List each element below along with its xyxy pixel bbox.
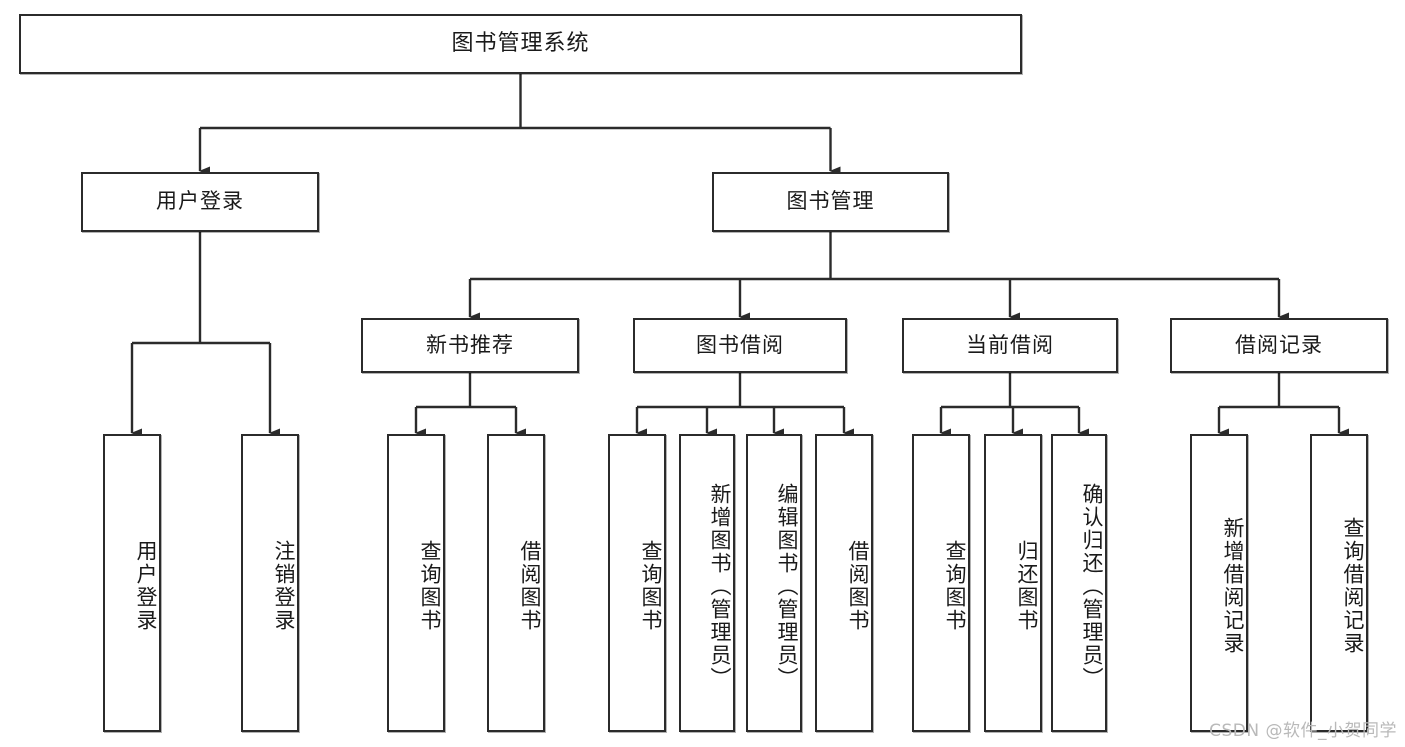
node-label: 用户登录 bbox=[156, 189, 244, 214]
node-label: 查询图书 bbox=[943, 540, 967, 632]
node-label: 新增图书（管理员） bbox=[708, 482, 732, 690]
node-label: 注销登录 bbox=[272, 540, 296, 632]
node-n-record[interactable]: 借阅记录 bbox=[1170, 318, 1388, 373]
node-label: 借阅记录 bbox=[1235, 332, 1323, 357]
node-n-newrec[interactable]: 新书推荐 bbox=[361, 318, 579, 373]
node-label: 查询图书 bbox=[418, 540, 442, 632]
node-l-qrec[interactable]: 查询借阅记录 bbox=[1310, 434, 1368, 732]
node-label: 用户登录 bbox=[134, 540, 158, 632]
node-label: 图书管理 bbox=[786, 189, 875, 214]
node-l-addrec[interactable]: 新增借阅记录 bbox=[1190, 434, 1248, 732]
node-label: 借阅图书 bbox=[518, 540, 542, 632]
node-l-logout[interactable]: 注销登录 bbox=[241, 434, 299, 732]
node-l-confirm[interactable]: 确认归还（管理员） bbox=[1051, 434, 1107, 732]
node-label: 归还图书 bbox=[1015, 540, 1039, 632]
node-n-bookmgr[interactable]: 图书管理 bbox=[712, 172, 949, 232]
node-l-q3[interactable]: 查询图书 bbox=[912, 434, 970, 732]
node-label: 借阅图书 bbox=[846, 540, 870, 632]
node-l-login[interactable]: 用户登录 bbox=[103, 434, 161, 732]
node-root[interactable]: 图书管理系统 bbox=[19, 14, 1022, 74]
node-label: 新书推荐 bbox=[426, 332, 514, 357]
node-l-b1[interactable]: 借阅图书 bbox=[487, 434, 545, 732]
node-label: 查询图书 bbox=[639, 540, 663, 632]
node-label: 图书管理系统 bbox=[451, 30, 590, 56]
node-l-return[interactable]: 归还图书 bbox=[984, 434, 1042, 732]
node-label: 编辑图书（管理员） bbox=[775, 482, 799, 690]
node-n-borrow[interactable]: 图书借阅 bbox=[633, 318, 847, 373]
node-label: 当前借阅 bbox=[966, 332, 1054, 357]
node-l-q1[interactable]: 查询图书 bbox=[387, 434, 445, 732]
node-n-login[interactable]: 用户登录 bbox=[81, 172, 319, 232]
node-l-add[interactable]: 新增图书（管理员） bbox=[679, 434, 735, 732]
node-l-b2[interactable]: 借阅图书 bbox=[815, 434, 873, 732]
node-label: 新增借阅记录 bbox=[1221, 517, 1245, 655]
node-label: 确认归还（管理员） bbox=[1080, 482, 1104, 690]
node-l-q2[interactable]: 查询图书 bbox=[608, 434, 666, 732]
node-n-current[interactable]: 当前借阅 bbox=[902, 318, 1118, 373]
node-l-edit[interactable]: 编辑图书（管理员） bbox=[746, 434, 802, 732]
edges-group bbox=[130, 74, 1349, 438]
watermark-label: CSDN @软件_小贺同学 bbox=[1209, 721, 1397, 741]
node-label: 图书借阅 bbox=[696, 332, 784, 357]
node-label: 查询借阅记录 bbox=[1341, 517, 1365, 655]
